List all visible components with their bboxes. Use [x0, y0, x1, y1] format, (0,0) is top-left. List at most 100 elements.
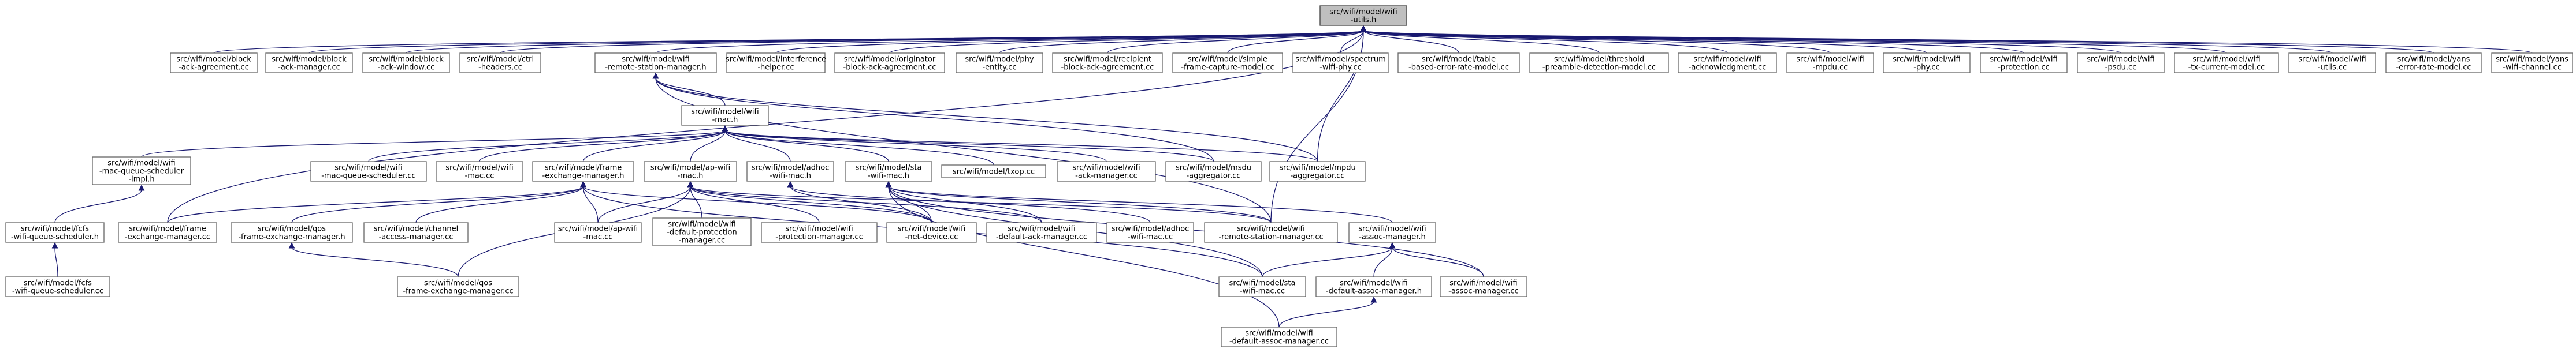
dependency-edge-mpdu_aggregator_cc-to-wifi_utils_h: [1317, 25, 1367, 162]
file-node-box: [362, 52, 450, 73]
file-node-box: [532, 161, 634, 182]
file-node-frame-exchange-manager-cc[interactable]: src/wifi/model/frame-exchange-manager.cc: [118, 222, 217, 243]
file-node-default-protection-cc[interactable]: src/wifi/model/wifi-default-protection-m…: [652, 217, 752, 246]
dependency-edge-ap_wifi_mac_cc-to-ap_wifi_mac_h: [597, 181, 694, 223]
file-node-label: src/wifi/model/wifi: [1796, 55, 1864, 64]
file-node-simple-frame-capture-cc[interactable]: src/wifi/model/simple-frame-capture-mode…: [1172, 52, 1283, 73]
file-node-ap-wifi-mac-h[interactable]: src/wifi/model/ap-wifi-mac.h: [644, 161, 737, 182]
file-node-adhoc-wifi-mac-cc[interactable]: src/wifi/model/adhoc-wifi-mac.cc: [1106, 222, 1194, 243]
file-node-label: src/wifi/model/wifi: [1693, 55, 1761, 64]
file-node-label: src/wifi/model/threshold: [1554, 55, 1644, 64]
file-node-yans-wifi-channel-cc[interactable]: src/wifi/model/yans-wifi-channel.cc: [2491, 52, 2573, 73]
file-node-label: src/wifi/model/adhoc: [1112, 225, 1190, 234]
file-node-qos-fem-cc[interactable]: src/wifi/model/qos-frame-exchange-manage…: [397, 276, 519, 297]
file-node-wifi-mac-h[interactable]: src/wifi/model/wifi-mac.h: [681, 105, 769, 126]
file-node-wifi-protection-cc[interactable]: src/wifi/model/wifi-protection.cc: [1980, 52, 2068, 73]
file-node-adhoc-wifi-mac-h[interactable]: src/wifi/model/adhoc-wifi-mac.h: [746, 161, 834, 182]
file-node-mpdu-aggregator-cc[interactable]: src/wifi/model/mpdu-aggregator.cc: [1269, 161, 1366, 182]
file-node-wifi-net-device-cc[interactable]: src/wifi/model/wifi-net-device.cc: [886, 222, 977, 243]
file-node-block-ack-window-cc[interactable]: src/wifi/model/block-ack-window.cc: [362, 52, 450, 73]
file-node-assoc-manager-h[interactable]: src/wifi/model/wifi-assoc-manager.h: [1348, 222, 1436, 243]
file-node-label: -assoc-manager.cc: [1448, 287, 1519, 296]
file-node-wifi-utils-cc[interactable]: src/wifi/model/wifi-utils.cc: [2288, 52, 2376, 73]
file-node-assoc-manager-cc[interactable]: src/wifi/model/wifi-assoc-manager.cc: [1440, 276, 1527, 297]
file-node-wifi-utils-h[interactable]: src/wifi/model/wifi-utils.h: [1319, 5, 1407, 26]
file-node-originator-block-ack-cc[interactable]: src/wifi/model/originator-block-ack-agre…: [834, 52, 945, 73]
file-node-wifi-ack-cc[interactable]: src/wifi/model/wifi-acknowledgment.cc: [1678, 52, 1777, 73]
file-node-wifi-ack-manager-cc[interactable]: src/wifi/model/wifi-ack-manager.cc: [1057, 161, 1156, 182]
file-node-block-ack-agreement-cc[interactable]: src/wifi/model/block-ack-agreement.cc: [170, 52, 258, 73]
file-node-wifi-protection-manager-cc[interactable]: src/wifi/model/wifi-protection-manager.c…: [761, 222, 878, 243]
file-node-label: -wifi-queue-scheduler.h: [11, 233, 99, 242]
dependency-edge-qos_fem_cc-to-qos_fem_h: [288, 242, 459, 278]
file-node-label: -ack-agreement.cc: [179, 63, 249, 72]
file-node-box: [231, 222, 353, 243]
file-node-box: [652, 217, 752, 246]
file-node-box: [1221, 327, 1337, 347]
file-node-sta-wifi-mac-cc[interactable]: src/wifi/model/sta-wifi-mac.cc: [1218, 276, 1306, 297]
file-node-label: src/wifi/model/wifi: [1358, 225, 1426, 234]
file-node-wifi-psdu-cc[interactable]: src/wifi/model/wifi-psdu.cc: [2077, 52, 2165, 73]
file-node-label: src/wifi/model/wifi: [1893, 55, 1960, 64]
file-node-box: [2385, 52, 2482, 73]
file-node-default-ack-manager-cc[interactable]: src/wifi/model/wifi-default-ack-manager.…: [986, 222, 1097, 243]
file-node-default-assoc-manager-h[interactable]: src/wifi/model/wifi-default-assoc-manage…: [1315, 276, 1432, 297]
file-node-label: src/wifi/model/table: [1422, 55, 1496, 64]
file-node-fcfs-sched-h[interactable]: src/wifi/model/fcfs-wifi-queue-scheduler…: [5, 222, 105, 243]
file-node-phy-entity-cc[interactable]: src/wifi/model/phy-entity.cc: [956, 52, 1043, 73]
file-node-yans-error-rate-cc[interactable]: src/wifi/model/yans-error-rate-model.cc: [2385, 52, 2482, 73]
file-node-remote-station-manager-cc[interactable]: src/wifi/model/wifi-remote-station-manag…: [1204, 222, 1338, 243]
file-node-label: -manager.cc: [679, 237, 725, 245]
file-node-label: -wifi-channel.cc: [2503, 63, 2562, 72]
file-node-box: [2077, 52, 2165, 73]
file-node-default-assoc-manager-cc[interactable]: src/wifi/model/wifi-default-assoc-manage…: [1221, 327, 1337, 347]
file-node-label: src/wifi/model/fcfs: [21, 225, 89, 234]
file-node-label: -protection-manager.cc: [775, 233, 863, 242]
file-node-label: -tx-current-model.cc: [2188, 63, 2265, 72]
file-node-recipient-block-ack-cc[interactable]: src/wifi/model/recipient-block-ack-agree…: [1052, 52, 1163, 73]
file-node-ap-wifi-mac-cc[interactable]: src/wifi/model/ap-wifi-mac.cc: [554, 222, 642, 243]
file-node-label: src/wifi/model/wifi: [1245, 329, 1313, 338]
file-node-label: -mac.h: [712, 116, 738, 125]
file-node-spectrum-wifi-phy-cc[interactable]: src/wifi/model/spectrum-wifi-phy.cc: [1292, 52, 1389, 73]
file-node-label: src/wifi/model/wifi: [1072, 164, 1140, 172]
file-node-ctrl-headers-cc[interactable]: src/wifi/model/ctrl-headers.cc: [459, 52, 541, 73]
file-node-box: [1397, 52, 1520, 73]
file-node-txop-cc[interactable]: src/wifi/model/txop.cc: [941, 164, 1046, 178]
dependency-edge-fcfs_sched_cc-to-fcfs_sched_h: [51, 242, 58, 278]
dependency-edge-wifi_protection_manager_cc-to-ap_wifi_mac_h: [687, 181, 820, 223]
file-node-label: -impl.h: [128, 175, 154, 184]
file-node-qos-fem-h[interactable]: src/wifi/model/qos-frame-exchange-manage…: [231, 222, 353, 243]
file-node-wifi-mpdu-cc[interactable]: src/wifi/model/wifi-mpdu.cc: [1786, 52, 1874, 73]
file-node-mac-queue-sched-impl-h[interactable]: src/wifi/model/wifi-mac-queue-scheduler-…: [92, 156, 191, 185]
file-node-wifi-mac-cc[interactable]: src/wifi/model/wifi-mac.cc: [436, 161, 523, 182]
file-node-table-error-rate-cc[interactable]: src/wifi/model/table-based-error-rate-mo…: [1397, 52, 1520, 73]
file-node-label: src/wifi/model/ctrl: [467, 55, 534, 64]
file-node-sta-wifi-mac-h[interactable]: src/wifi/model/sta-wifi-mac.h: [845, 161, 932, 182]
file-node-wifi-tx-current-cc[interactable]: src/wifi/model/wifi-tx-current-model.cc: [2174, 52, 2279, 73]
file-node-label: src/wifi/model/wifi: [2087, 55, 2154, 64]
file-node-block-ack-manager-cc[interactable]: src/wifi/model/block-ack-manager.cc: [265, 52, 353, 73]
file-node-channel-access-cc[interactable]: src/wifi/model/channel-access-manager.cc: [363, 222, 469, 243]
file-node-box: [941, 164, 1046, 178]
file-node-threshold-preamble-cc[interactable]: src/wifi/model/threshold-preamble-detect…: [1529, 52, 1669, 73]
file-node-box: [1204, 222, 1338, 243]
file-node-label: -wifi-mac.h: [770, 172, 811, 181]
file-node-fcfs-sched-cc[interactable]: src/wifi/model/fcfs-wifi-queue-scheduler…: [5, 276, 110, 297]
file-node-mac-queue-sched-cc[interactable]: src/wifi/model/wifi-mac-queue-scheduler.…: [310, 161, 427, 182]
file-node-label: -default-assoc-manager.cc: [1229, 337, 1329, 346]
dependency-edge-sta_wifi_mac_h-to-wifi_mac_h: [722, 125, 889, 162]
file-node-label: -ack-window.cc: [378, 63, 435, 72]
file-node-box: [1440, 276, 1527, 297]
file-node-label: src/wifi/model/qos: [258, 225, 326, 234]
file-node-frame-exchange-manager-h[interactable]: src/wifi/model/frame-exchange-manager.h: [532, 161, 634, 182]
file-node-label: src/wifi/model/wifi: [1237, 225, 1304, 234]
file-node-label: -frame-capture-model.cc: [1181, 63, 1274, 72]
file-node-label: src/wifi/model/block: [369, 55, 444, 64]
file-node-msdu-aggregator-cc[interactable]: src/wifi/model/msdu-aggregator.cc: [1165, 161, 1262, 182]
file-node-wifi-phy-cc[interactable]: src/wifi/model/wifi-phy.cc: [1883, 52, 1971, 73]
file-node-label: -exchange-manager.h: [542, 172, 624, 181]
file-node-interference-helper-cc[interactable]: src/wifi/model/interference-helper.cc: [726, 52, 826, 73]
file-node-remote-station-manager-h[interactable]: src/wifi/model/wifi-remote-station-manag…: [594, 52, 717, 73]
